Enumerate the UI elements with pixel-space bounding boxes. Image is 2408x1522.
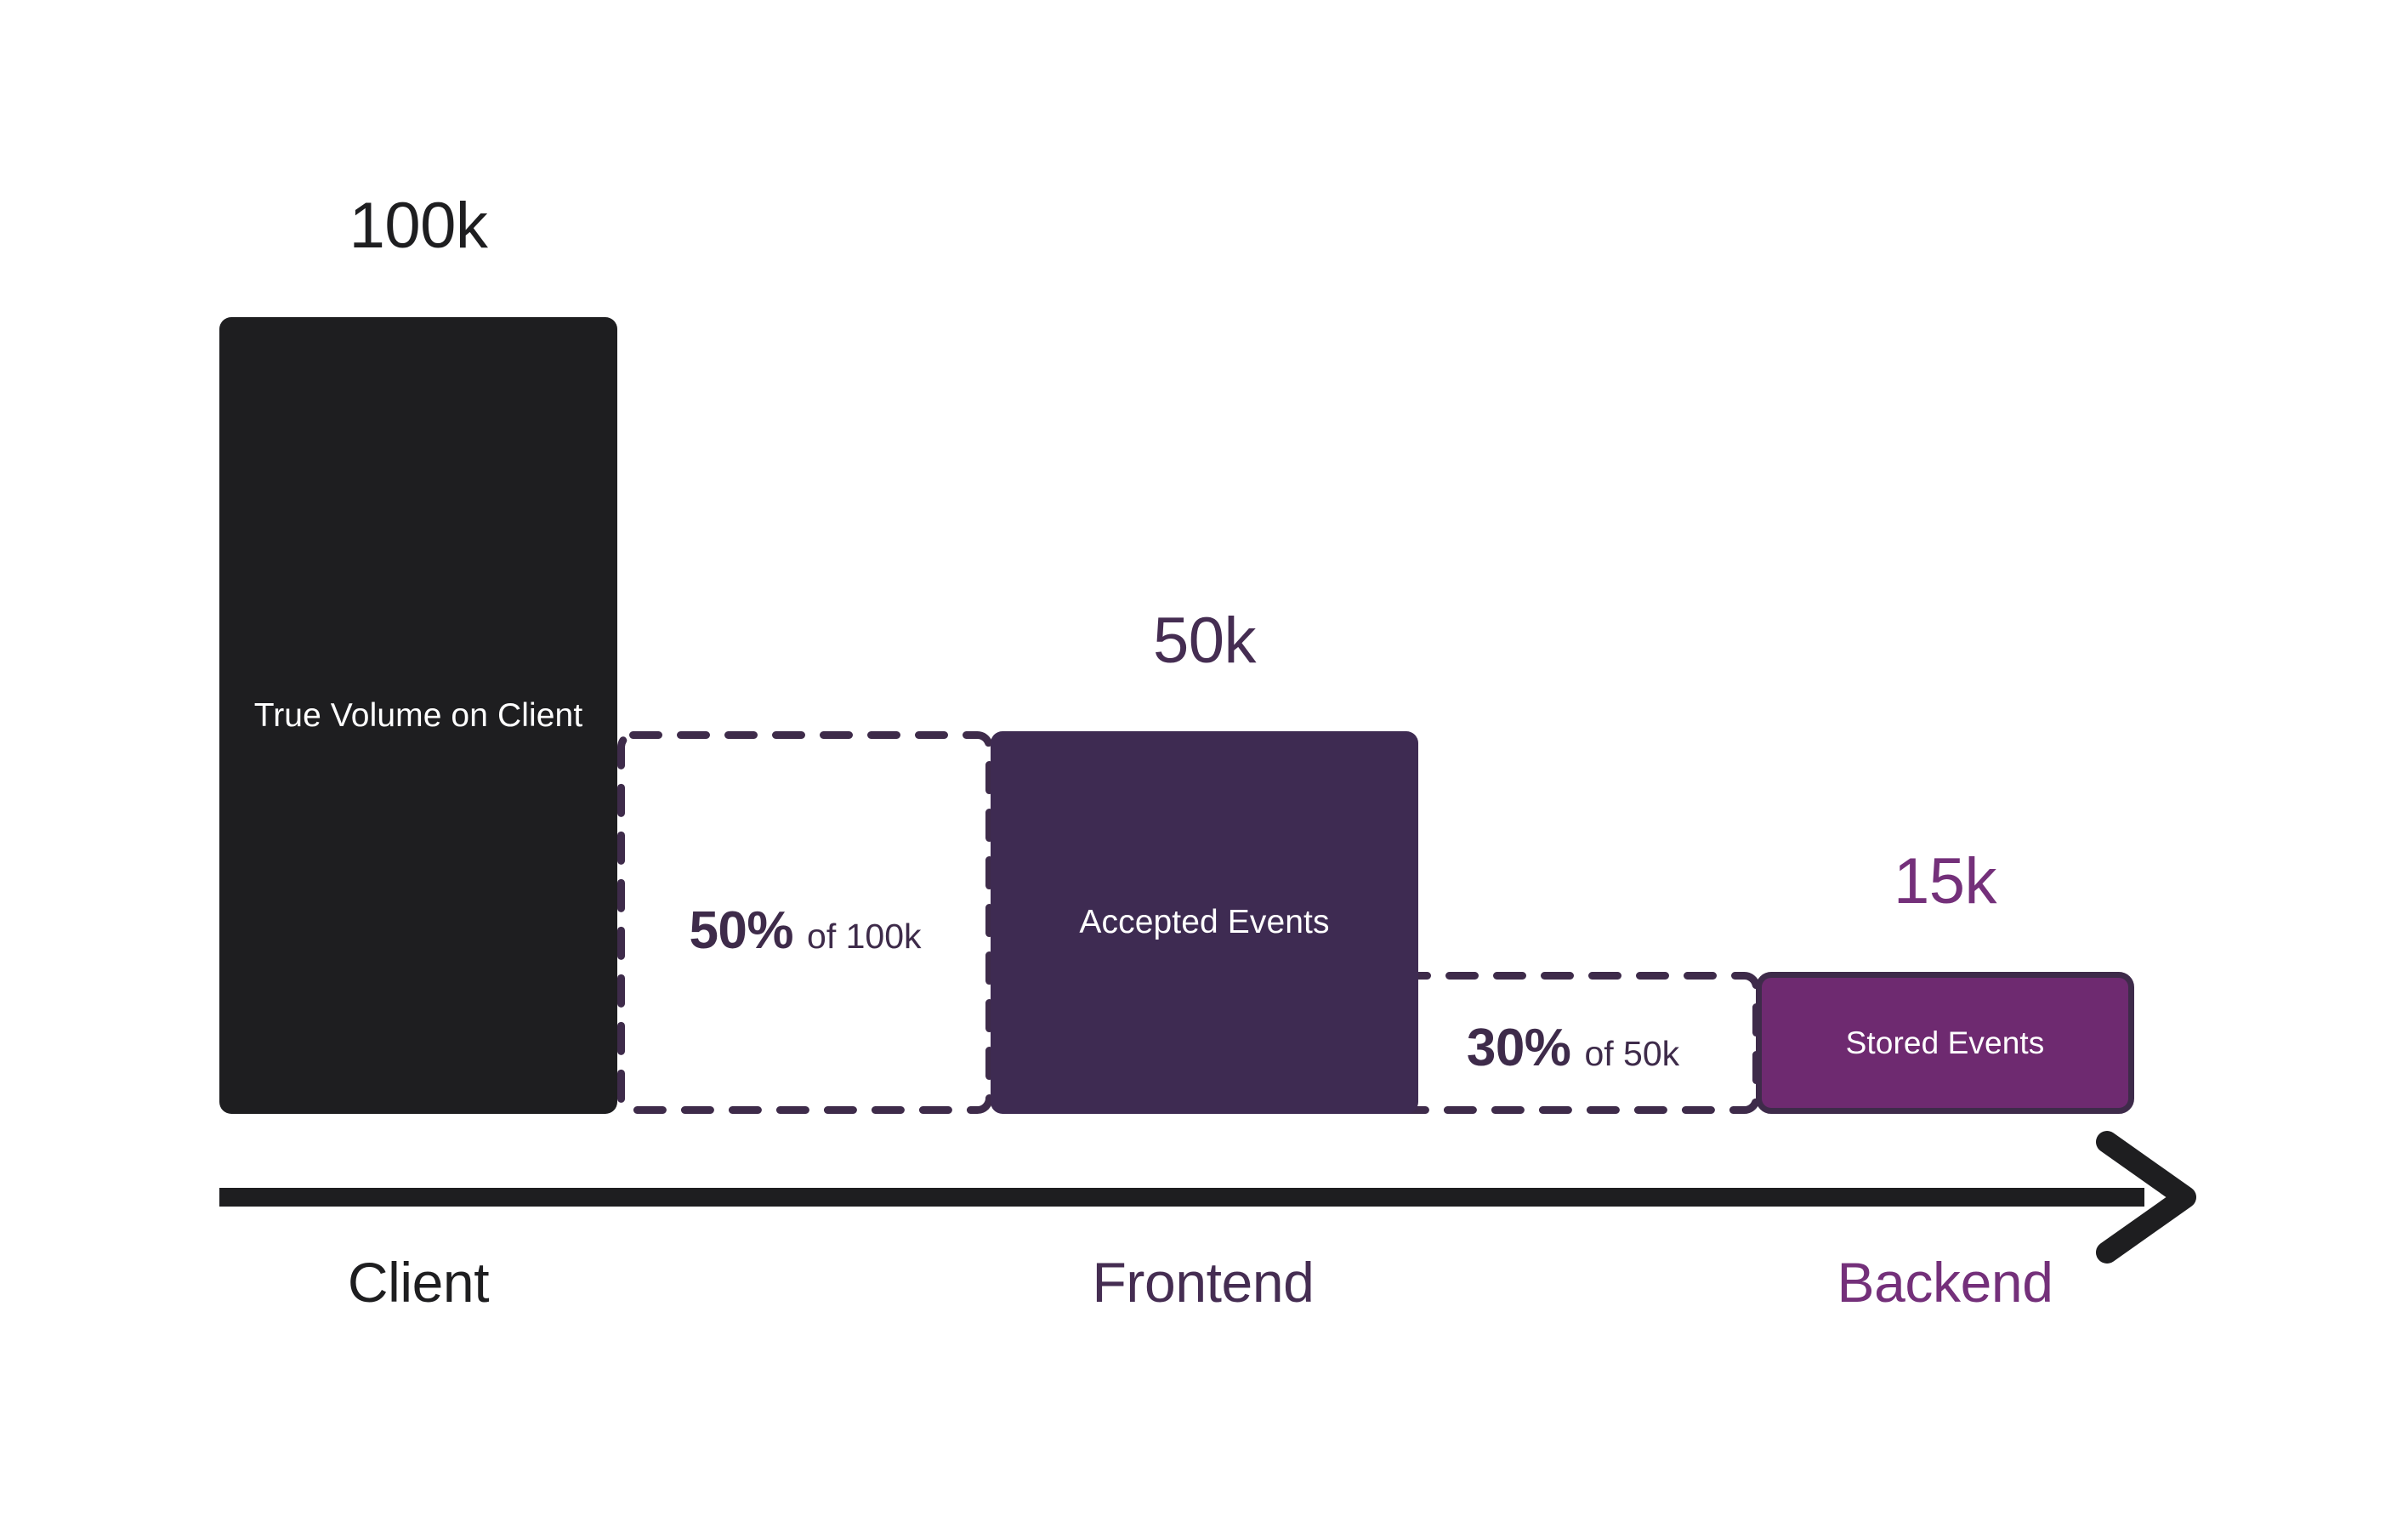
bar-label-backend: Stored Events [1845,1025,2045,1060]
dashed-outline-1 [617,731,993,1114]
dropoff-of-2: of 50k [1584,1034,1680,1073]
dropoff-text-2: 30% of 50k [1467,1018,1679,1078]
value-label-backend: 15k [1893,845,1997,917]
bar-frontend-accepted-events: Accepted Events [991,731,1418,1114]
stage-label-frontend: Frontend [1092,1251,1315,1314]
dropoff-of-1: of 100k [807,916,922,956]
bar-label-client: True Volume on Client [253,696,583,734]
dropoff-box-frontend-to-backend: 30% of 50k [1386,972,1760,1114]
dropoff-percent-1: 50% [689,900,794,960]
bar-label-frontend: Accepted Events [1079,904,1330,941]
dropoff-text-1: 50% of 100k [689,900,921,961]
stage-label-client: Client [347,1251,490,1314]
value-label-client: 100k [349,190,488,262]
dropoff-percent-2: 30% [1466,1019,1571,1077]
value-label-frontend: 50k [1152,605,1257,677]
bar-client-true-volume: True Volume on Client [219,317,617,1114]
axis-arrow-icon [219,1131,2196,1264]
stage-label-backend: Backend [1837,1251,2053,1314]
dropoff-box-client-to-frontend: 50% of 100k [617,731,993,1114]
bar-backend-stored-events: Stored Events [1756,972,2134,1114]
